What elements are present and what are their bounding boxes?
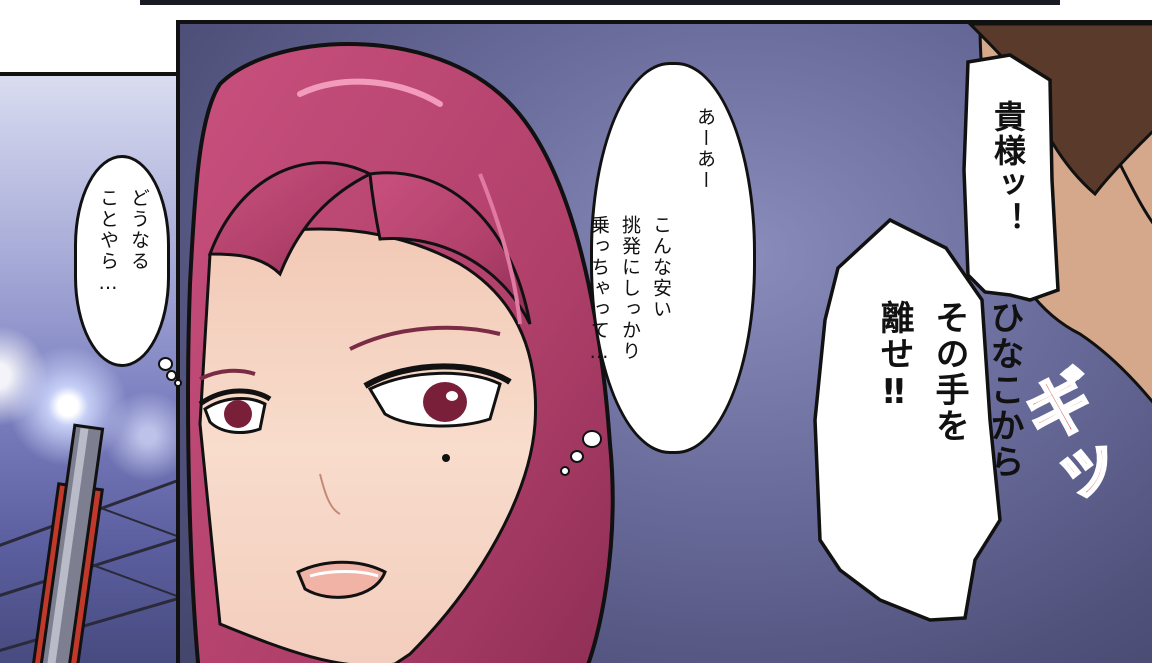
shout-bottom-line-2: その手を [929,300,969,444]
top-panel-edge [0,0,1152,8]
top-panel-border [140,0,1060,5]
shout-bubble-bottom: ひなこから その手を 離せ‼ [870,300,1029,480]
shout-top-exclaim: ！ [989,202,1027,236]
bubble-left-line-1: どうなる [128,188,150,272]
sound-effect: ギッ [1002,359,1127,524]
thought-line-3: 挑発にしっかり [619,215,641,362]
boxing-ring-art [0,423,196,663]
shout-bottom-line-1: ひなこから [984,300,1024,480]
bubble-left-line-2: ことやら… [97,188,119,296]
thought-tail-dot [570,450,584,463]
thought-tail-dot [560,466,570,476]
speech-bubble-left: どうなる ことやら… [74,155,170,367]
shout-top-text: 貴様ッ [989,100,1027,202]
thought-tail-dot [582,430,602,448]
face [198,227,538,663]
shout-bubble-top: 貴様ッ ！ [985,100,1031,236]
thought-line-1: あーあー [694,107,716,191]
thought-line-2: こんな安い [650,215,672,320]
thought-line-4: 乗っちゃって… [588,215,610,365]
thought-tail-dot [166,370,177,381]
thought-tail-dot [158,357,173,371]
thought-bubble-center: あーあー こんな安い 挑発にしっかり 乗っちゃって… [588,62,756,454]
shout-bottom-line-3: 離せ‼ [874,300,914,414]
thought-tail-dot [174,379,182,387]
